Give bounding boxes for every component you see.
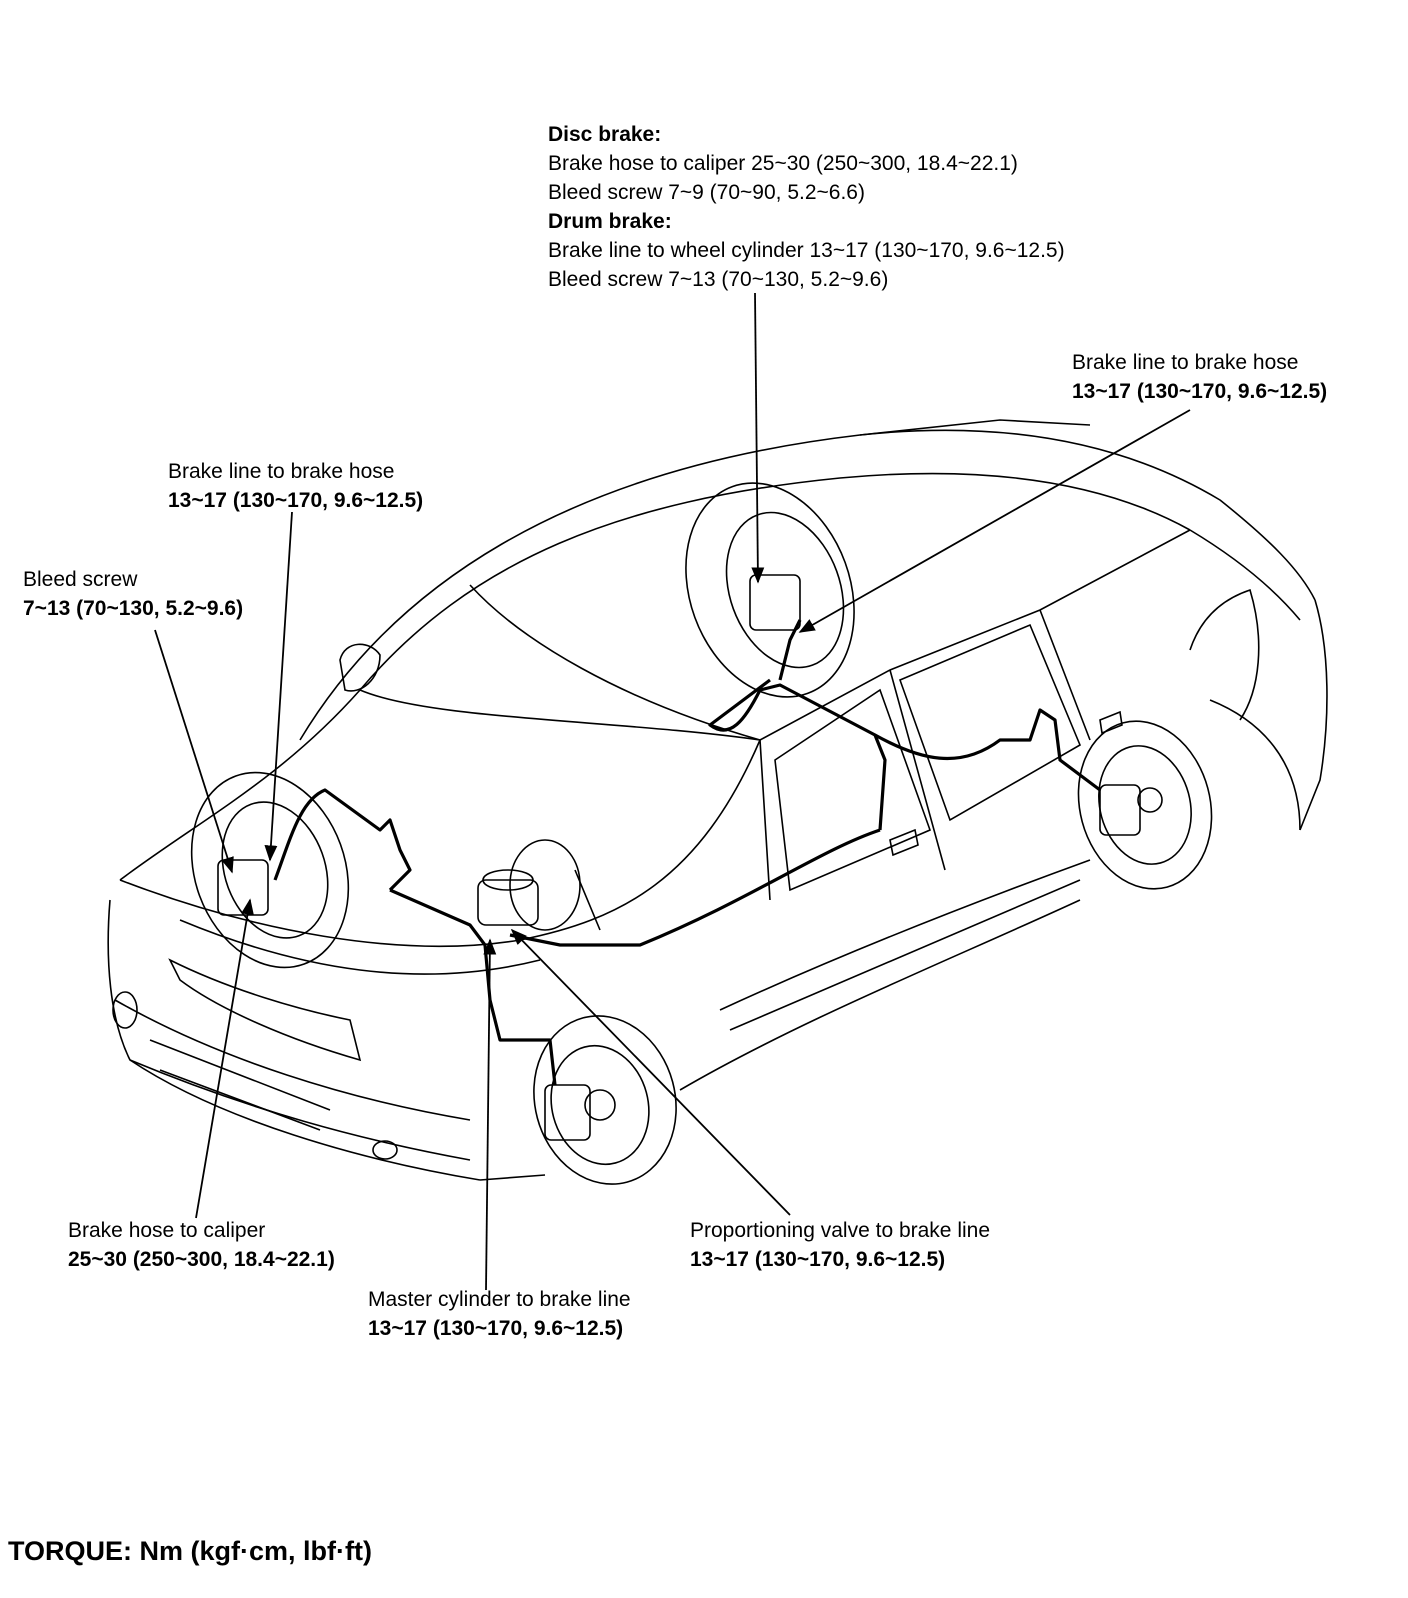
front-hose-to-caliper-value: 25~30 (250~300, 18.4~22.1) (68, 1248, 335, 1271)
rear-line-to-hose-name: Brake line to brake hose (1072, 351, 1299, 374)
leader-front-line-to-hose (264, 511, 293, 862)
leader-lines (154, 292, 1191, 1291)
leader-proportioning-valve (510, 928, 791, 1216)
front-bleed-screw-value: 7~13 (70~130, 5.2~9.6) (23, 597, 244, 620)
front-line-to-hose-name: Brake line to brake hose (168, 460, 395, 483)
callout-front-hose-to-caliper: Brake hose to caliper 25~30 (250~300, 18… (68, 1216, 335, 1274)
disc-hose-to-caliper-spec: Brake hose to caliper 25~30 (250~300, 18… (548, 152, 1018, 175)
front-hose-to-caliper-name: Brake hose to caliper (68, 1219, 266, 1242)
torque-units-legend: TORQUE: Nm (kgf·cm, lbf·ft) (8, 1536, 372, 1566)
leader-rear-disc-drum (751, 292, 765, 584)
front-bleed-screw-name: Bleed screw (23, 568, 138, 591)
leader-rear-line-to-hose (798, 409, 1191, 633)
callout-rear-line-to-hose: Brake line to brake hose 13~17 (130~170,… (1072, 348, 1327, 406)
master-cylinder-name: Master cylinder to brake line (368, 1288, 631, 1311)
rear-line-to-hose-value: 13~17 (130~170, 9.6~12.5) (1072, 380, 1328, 403)
leader-master-cylinder (483, 938, 497, 1291)
callout-front-line-to-hose: Brake line to brake hose 13~17 (130~170,… (168, 457, 423, 515)
callout-master-cylinder: Master cylinder to brake line 13~17 (130… (368, 1285, 631, 1343)
drum-bleed-screw-spec: Bleed screw 7~13 (70~130, 5.2~9.6) (548, 268, 889, 291)
drum-line-to-wheel-cylinder-spec: Brake line to wheel cylinder 13~17 (130~… (548, 239, 1065, 262)
master-cylinder-value: 13~17 (130~170, 9.6~12.5) (368, 1317, 624, 1340)
proportioning-valve-name: Proportioning valve to brake line (690, 1219, 991, 1242)
leader-front-hose-to-caliper (195, 898, 254, 1219)
car-body-outline (107, 419, 1328, 1185)
brake-lines (273, 619, 1101, 1086)
disc-brake-heading: Disc brake: (548, 123, 662, 146)
proportioning-valve-value: 13~17 (130~170, 9.6~12.5) (690, 1248, 946, 1271)
drum-brake-heading: Drum brake: (548, 210, 672, 233)
front-line-to-hose-value: 13~17 (130~170, 9.6~12.5) (168, 489, 424, 512)
leader-front-bleed-screw (154, 629, 234, 874)
callout-proportioning-valve: Proportioning valve to brake line 13~17 … (690, 1216, 990, 1274)
callout-front-bleed-screw: Bleed screw 7~13 (70~130, 5.2~9.6) (23, 565, 243, 623)
callout-rear-disc-drum: Disc brake: Brake hose to caliper 25~30 … (548, 120, 1065, 294)
disc-bleed-screw-spec: Bleed screw 7~9 (70~90, 5.2~6.6) (548, 181, 865, 204)
